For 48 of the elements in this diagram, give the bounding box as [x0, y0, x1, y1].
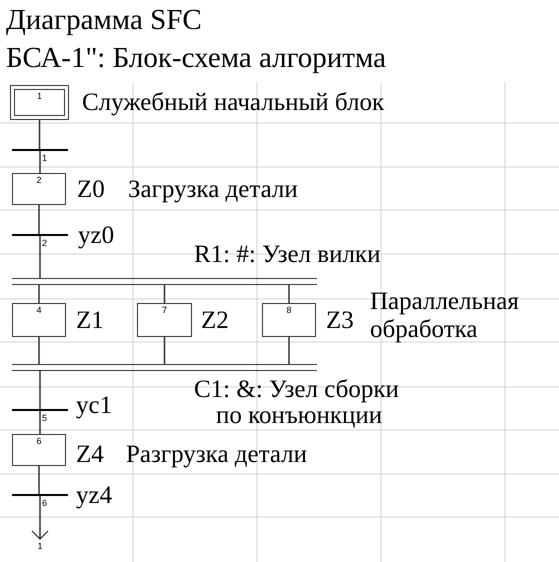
connector-line — [38, 120, 40, 149]
connector-line — [38, 285, 40, 303]
step-label: Разгрузка детали — [126, 442, 308, 468]
step-label: Служебный начальный блок — [82, 90, 384, 116]
step-box — [262, 303, 316, 337]
connector-line — [38, 337, 40, 364]
step-number: 2 — [35, 175, 42, 185]
step-number: 2 — [42, 238, 48, 248]
step-label: Z0 — [77, 177, 105, 203]
note-text: Параллельная обработка — [370, 288, 520, 344]
connector-line — [39, 371, 41, 409]
step-label: Загрузка детали — [128, 177, 298, 203]
step-box — [137, 303, 192, 337]
step-number: 1 — [42, 153, 48, 163]
step-box — [12, 303, 66, 337]
step-label: R1: #: Узел вилки — [194, 242, 380, 268]
step-label: Z1 — [76, 308, 104, 334]
step-box — [12, 434, 66, 466]
connector-line — [38, 466, 40, 494]
diagram-title: Диаграмма SFC — [6, 3, 202, 38]
double-bar — [12, 364, 317, 371]
step-label: Z2 — [201, 308, 229, 334]
step-number: 6 — [35, 436, 42, 446]
step-number: 8 — [285, 305, 292, 315]
step-label: yz0 — [78, 223, 114, 249]
connector-line — [164, 337, 166, 364]
step-number: 7 — [160, 305, 168, 315]
connector-line — [288, 337, 290, 364]
connector-line — [38, 205, 40, 234]
step-label: Z4 — [76, 442, 104, 468]
step-box — [12, 173, 66, 205]
step-label: yz4 — [76, 483, 112, 509]
double-bar — [12, 278, 317, 285]
step-number: 1 — [36, 91, 43, 101]
connector-line — [39, 235, 41, 278]
step-number: 4 — [35, 305, 42, 315]
step-label: C1: &: Узел сборки по конъюнкции — [194, 377, 400, 429]
step-label: Z3 — [326, 308, 354, 334]
connector-line — [39, 410, 41, 434]
step-number: 5 — [42, 413, 48, 423]
step-label: yc1 — [76, 393, 112, 419]
arrow — [31, 495, 49, 540]
connector-line — [39, 150, 41, 173]
jump-target: 1 — [34, 541, 46, 552]
step-number: 6 — [42, 498, 48, 508]
connector-line — [164, 285, 166, 303]
connector-line — [288, 285, 290, 303]
subtitle: БСА-1": Блок-схема алгоритма — [6, 41, 386, 76]
